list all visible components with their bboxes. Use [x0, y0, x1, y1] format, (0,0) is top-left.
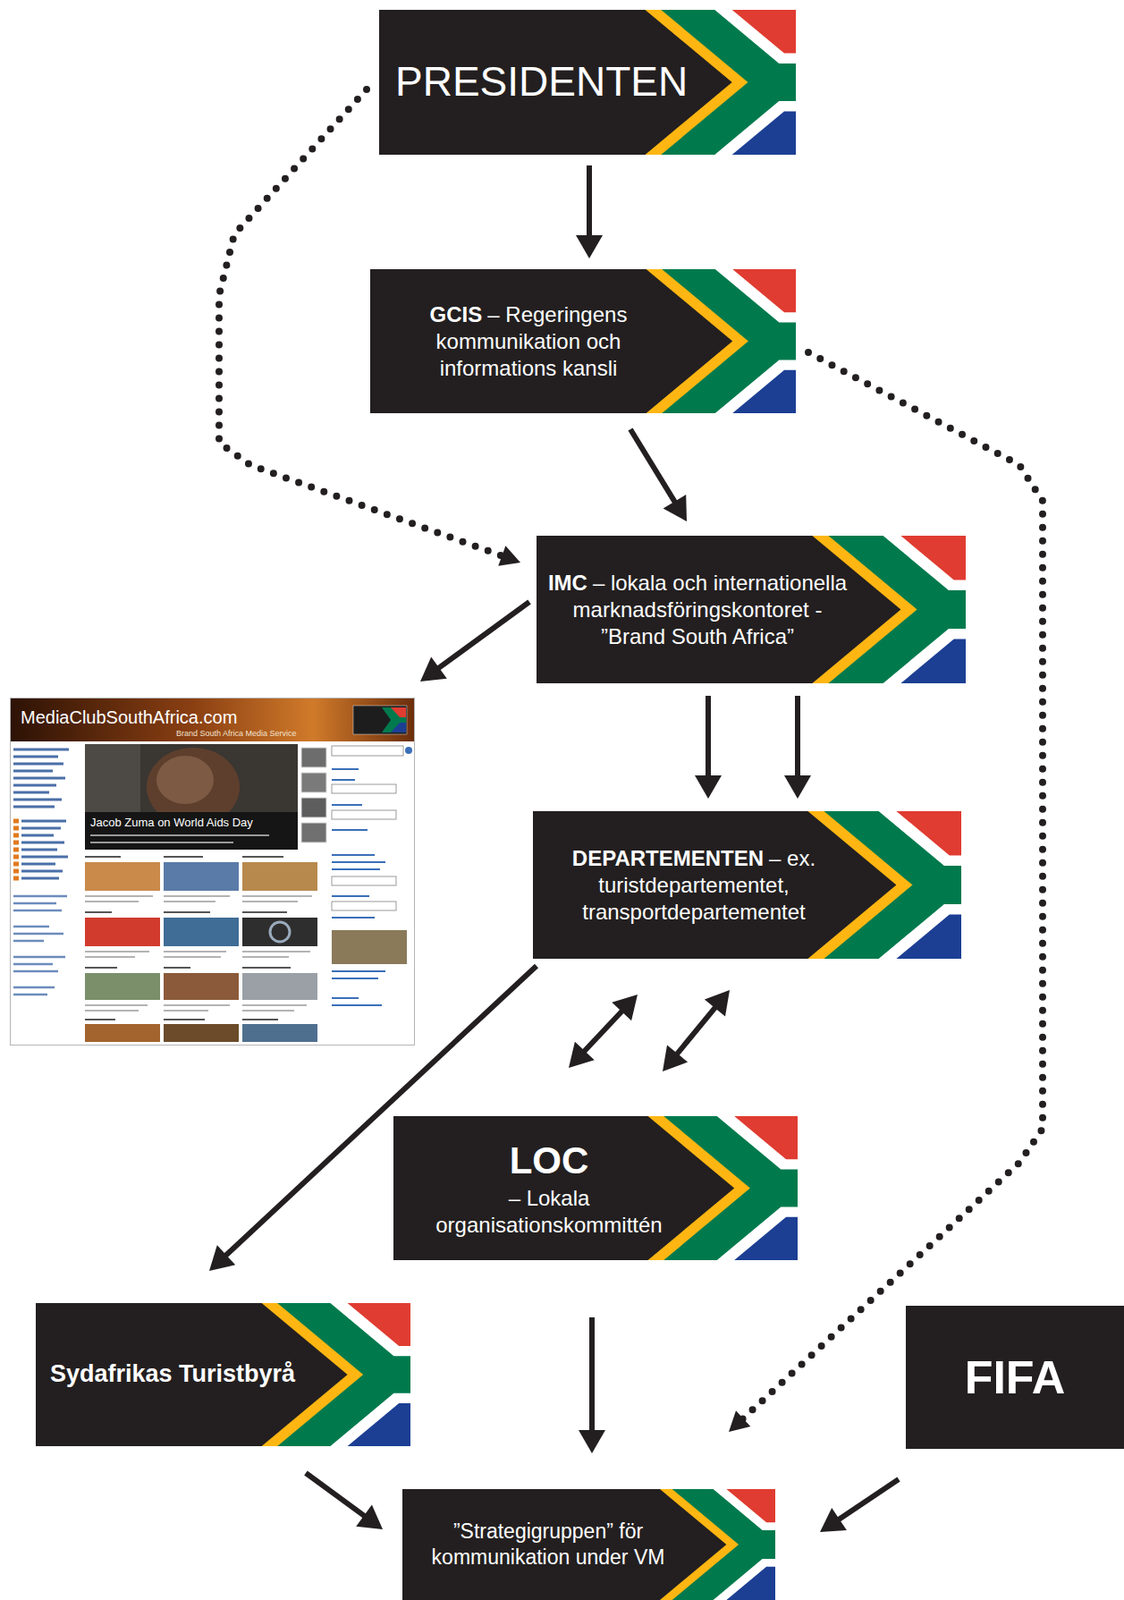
page-mockup — [10, 698, 415, 1046]
label-block: FIFA — [905, 1348, 1124, 1407]
imc-box: IMC– lokala och internationella marknads… — [536, 535, 966, 684]
box-heading: GCIS — [430, 302, 483, 327]
label-block: ”Strategigruppen” för kommunikation unde… — [409, 1518, 687, 1571]
screenshot-text: MediaClubSouthAfrica.com — [20, 706, 237, 728]
website-screenshot: MediaClubSouthAfrica.comBrand South Afri… — [9, 697, 415, 1046]
label-block: LOC– Lokala organisationskommittén — [405, 1137, 693, 1239]
arrowhead — [819, 1507, 847, 1532]
screenshot-text: Jacob Zuma on World Aids Day — [90, 815, 254, 830]
box-heading: DEPARTEMENTEN — [572, 845, 764, 871]
box-heading: LOC — [405, 1137, 693, 1185]
box-text: – Lokala organisationskommittén — [435, 1185, 662, 1237]
connector-line — [589, 1317, 595, 1433]
arrowhead — [704, 989, 730, 1017]
connector-line — [676, 1005, 718, 1057]
arrow — [305, 1472, 383, 1530]
fifa-box: FIFA — [905, 1305, 1124, 1449]
label-block: DEPARTEMENTEN– ex. turistdepartementet, … — [543, 845, 845, 926]
box-heading: PRESIDENTEN — [395, 58, 688, 105]
website-illustration — [9, 697, 415, 1046]
arrowhead — [611, 994, 638, 1021]
box-heading: Sydafrikas Turistbyrå — [50, 1360, 296, 1387]
arrowhead — [578, 1429, 606, 1454]
loc-box: LOC– Lokala organisationskommittén — [393, 1115, 798, 1260]
box-heading: ”Strategigruppen” för kommunikation unde… — [431, 1519, 666, 1569]
arrow — [578, 1317, 606, 1454]
connector-line — [836, 1478, 899, 1521]
arrowhead — [568, 1041, 595, 1068]
label-block: GCIS– Regeringens kommunikation och info… — [380, 301, 677, 382]
tourism-board-box: Sydafrikas Turistbyrå — [35, 1302, 411, 1446]
connector-line — [794, 695, 801, 778]
connector-line — [583, 1009, 625, 1053]
arrow — [784, 695, 812, 799]
screenshot-text: Brand South Africa Media Service — [176, 728, 297, 739]
arrow — [568, 994, 638, 1068]
box-heading: IMC — [548, 570, 588, 595]
arrow — [420, 601, 530, 682]
gcis-box: GCIS– Regeringens kommunikation och info… — [370, 269, 796, 414]
arrowhead — [663, 494, 687, 522]
arrow — [575, 165, 603, 259]
box-heading: FIFA — [964, 1351, 1066, 1403]
arrow — [694, 695, 722, 799]
label-block: PRESIDENTEN — [395, 56, 709, 109]
department-box: DEPARTEMENTEN– ex. turistdepartementet, … — [532, 811, 962, 959]
connector-line — [305, 1472, 366, 1517]
flag-graphic — [393, 1115, 798, 1260]
arrowhead — [662, 1044, 688, 1072]
flag-graphic — [402, 1488, 776, 1600]
connector-line — [630, 429, 677, 504]
arrow — [630, 429, 687, 522]
box-text: – lokala och internationella marknadsför… — [573, 570, 848, 649]
arrowhead — [575, 235, 603, 259]
arrow — [819, 1478, 899, 1532]
arrowhead — [694, 775, 722, 799]
arrowhead — [420, 657, 448, 682]
connector-line — [437, 601, 530, 669]
arrowhead — [209, 1244, 236, 1271]
label-block: Sydafrikas Turistbyrå — [50, 1359, 323, 1390]
connector-line — [586, 165, 592, 238]
arrowhead — [728, 1410, 751, 1432]
label-block: IMC– lokala och internationella marknads… — [545, 569, 850, 651]
arrowhead — [498, 545, 521, 567]
strategy-group-box: ”Strategigruppen” för kommunikation unde… — [402, 1488, 776, 1600]
arrowhead — [784, 775, 812, 799]
arrowhead — [355, 1504, 383, 1530]
president-box: PRESIDENTEN — [379, 9, 796, 155]
connector-line — [705, 695, 711, 778]
connector-line — [219, 89, 505, 558]
arrow — [662, 989, 730, 1072]
